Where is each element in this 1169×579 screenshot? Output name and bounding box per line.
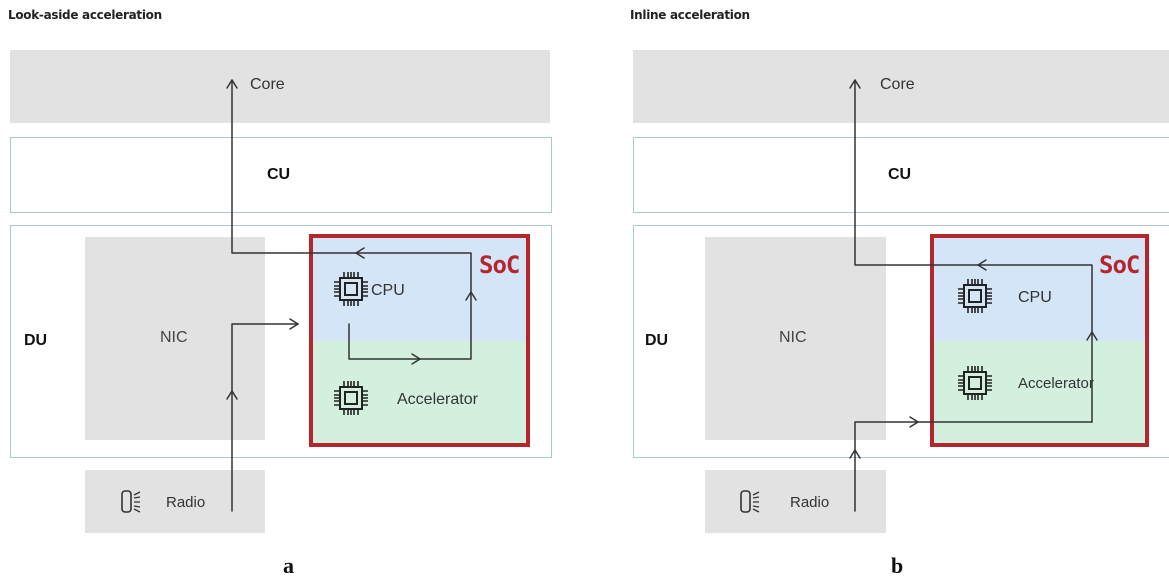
panel-a-cu-label: CU xyxy=(267,166,291,183)
panel-b-radio-box xyxy=(705,470,886,533)
panel-a-accel-up-arrowhead xyxy=(465,291,477,301)
panel-a-cpu-label: CPU xyxy=(371,282,405,299)
panel-b-nic-box xyxy=(705,237,886,440)
panel-b-cpu-chip-icon xyxy=(957,278,993,314)
panel-b-du-label: DU xyxy=(645,332,669,349)
panel-a-radio-label: Radio xyxy=(166,494,206,511)
panel-b-title: Inline acceleration xyxy=(630,8,750,22)
panel-b-soc-label: SoC xyxy=(1099,251,1140,279)
panel-a-core-arrowhead xyxy=(226,79,238,89)
panel-a-radio-antenna-icon xyxy=(121,490,141,513)
panel-a-core-label: Core xyxy=(250,76,285,93)
panel-a-du-label: DU xyxy=(24,332,48,349)
panel-b-cpu-to-core-path xyxy=(854,79,979,266)
panel-b-cpu-label: CPU xyxy=(1018,289,1052,306)
panel-a-core-box xyxy=(10,50,550,123)
panel-a-accelerator-to-cpu-path xyxy=(355,252,472,360)
panel-b-nic-label: NIC xyxy=(779,329,807,346)
panel-a-sublabel: a xyxy=(283,553,294,578)
panel-b-radio-up-arrowhead xyxy=(849,449,861,459)
panel-b-radio-to-accelerator-path xyxy=(854,421,1093,512)
panel-b-accelerator-to-cpu-path xyxy=(977,264,1093,423)
panel-a-radio-to-soc-path xyxy=(231,323,299,512)
panel-a-radio-box xyxy=(85,470,265,533)
panel-b-accelerator-region xyxy=(934,341,1145,443)
panel-a-cu-box xyxy=(10,137,552,213)
panel-a-cpu-chip-icon xyxy=(333,271,369,307)
panel-b-accelerator-label: Accelerator xyxy=(1018,375,1094,392)
panel-b-sublabel: b xyxy=(891,553,904,578)
panel-b-radio-antenna-icon xyxy=(740,490,760,513)
panel-a-accelerator-chip-icon xyxy=(333,380,369,416)
panel-a-radio-up-arrowhead xyxy=(226,390,238,400)
panel-a-soc-box xyxy=(309,234,530,447)
panel-a-cpu-to-accelerator-path xyxy=(348,323,421,360)
panel-b-core-box xyxy=(633,50,1169,123)
panel-b-core-label: Core xyxy=(880,76,915,93)
panel-b-cu-label: CU xyxy=(888,166,912,183)
panel-b-to-soc-arrowhead xyxy=(909,416,919,428)
panel-b-soc-box xyxy=(930,234,1149,447)
panel-a-nic-box xyxy=(85,237,265,440)
panel-a-soc-label: SoC xyxy=(479,251,520,279)
panel-a-accelerator-label: Accelerator xyxy=(397,391,478,408)
panel-b-radio-label: Radio xyxy=(790,494,830,511)
panel-a-title: Look-aside acceleration xyxy=(8,8,162,22)
panel-b-accelerator-chip-icon xyxy=(957,365,993,401)
panel-b-accel-up-arrowhead xyxy=(1086,331,1098,341)
panel-a-cpu-to-core-path xyxy=(231,79,357,254)
panel-a-nic-label: NIC xyxy=(160,329,188,346)
panel-b-core-arrowhead xyxy=(849,79,861,89)
panel-b-cu-box xyxy=(633,137,1169,213)
panel-a-nic-to-soc-arrowhead xyxy=(289,318,299,330)
